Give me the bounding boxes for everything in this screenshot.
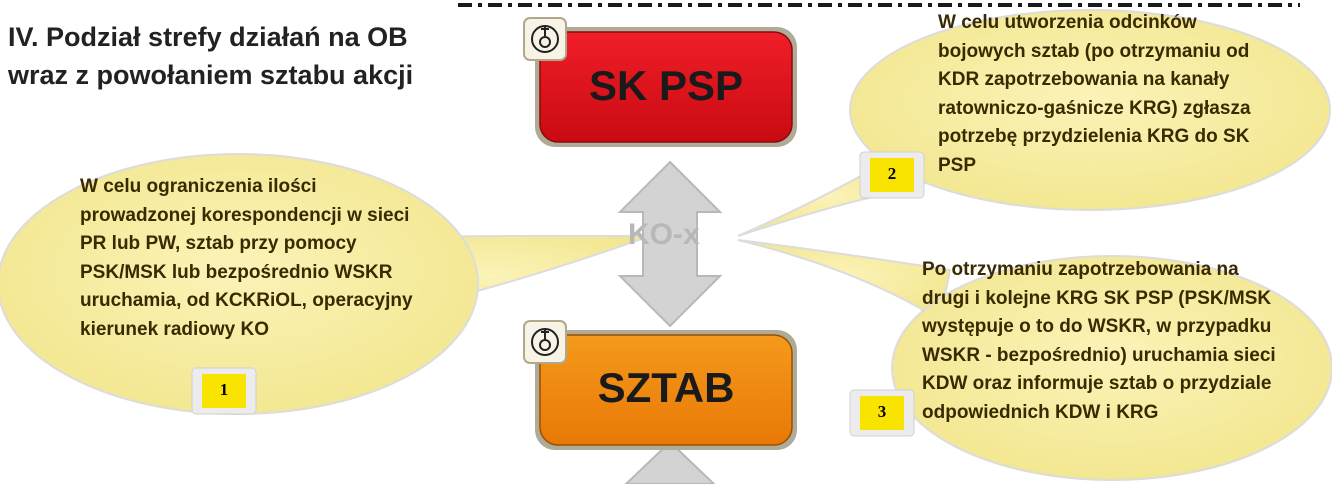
number-badge-1: [191, 367, 257, 415]
callout-line: W celu ograniczenia ilości: [80, 176, 317, 197]
callout-3: [737, 239, 1332, 481]
number-2: 2: [887, 164, 897, 183]
callout-line: WSKR - bezpośrednio) uruchamia sieci: [922, 344, 1276, 366]
callout-line: bojowych sztab (po otrzymaniu od: [938, 40, 1250, 62]
callout-line: kierunek radiowy KO: [80, 318, 270, 340]
page-title: IV. Podział strefy działań na OB wraz z …: [8, 18, 413, 94]
callout-line: potrzebę przydzielenia KRG do SK: [938, 126, 1250, 147]
callout-1: [0, 153, 651, 415]
radio-icon: [523, 320, 567, 364]
title-line-2: wraz z powołaniem sztabu akcji: [8, 60, 414, 90]
callout-line: PSK/MSK lub bezpośrednio WSKR: [80, 261, 393, 283]
connector-label: KO-x: [628, 218, 700, 251]
callout-line: występuje o to do WSKR, w przypadku: [922, 316, 1272, 337]
number-1: 1: [219, 380, 229, 399]
callout-line: prowadzonej korespondencji w sieci: [80, 204, 410, 226]
number-badge-3: [849, 389, 915, 437]
callout-1-text: W celu ograniczenia ilości prowadzonej k…: [80, 173, 413, 344]
callout-line: drugi i kolejne KRG SK PSP (PSK/MSK: [922, 287, 1272, 309]
callout-2-text: W celu utworzenia odcinków bojowych szta…: [938, 9, 1251, 180]
number-3: 3: [877, 402, 887, 421]
box-sztab: [535, 330, 797, 450]
box-sztab-label: SZTAB: [597, 364, 735, 411]
callout-line: PSP: [938, 154, 977, 176]
callout-line: KDW oraz informuje sztab o przydziale: [922, 373, 1272, 394]
callout-line: KDR zapotrzebowania na kanały: [938, 69, 1230, 90]
number-badge-2: [859, 151, 925, 199]
box-sk-psp: [535, 27, 797, 147]
bottom-arrow: [624, 440, 716, 484]
callout-line: Po otrzymaniu zapotrzebowania na: [922, 259, 1239, 280]
callout-line: odpowiednich KDW i KRG: [922, 401, 1159, 423]
callout-line: PR lub PW, sztab przy pomocy: [80, 233, 357, 254]
radio-icon: [523, 17, 567, 61]
callout-line: uruchamia, od KCKRiOL, operacyjny: [80, 290, 413, 311]
callout-line: ratowniczo-gaśnicze KRG) zgłasza: [938, 97, 1251, 119]
double-arrow: [617, 160, 723, 328]
callout-3-text: Po otrzymaniu zapotrzebowania na drugi i…: [922, 256, 1276, 427]
callout-line: W celu utworzenia odcinków: [938, 12, 1197, 33]
box-sk-psp-label: SK PSP: [588, 62, 744, 109]
title-line-1: IV. Podział strefy działań na OB: [8, 22, 408, 52]
